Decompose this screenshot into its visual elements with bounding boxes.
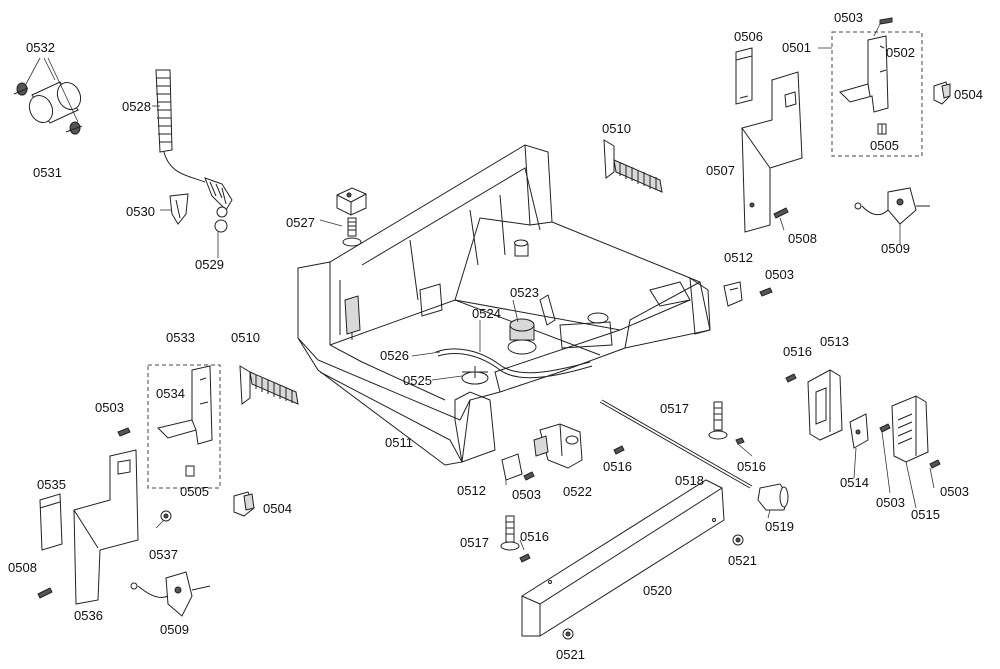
label-0516-lower-b[interactable]: 0516 bbox=[520, 529, 549, 544]
hinge-0509-top-part[interactable] bbox=[854, 187, 930, 225]
label-0521-lower[interactable]: 0521 bbox=[556, 647, 585, 662]
label-0511[interactable]: 0511 bbox=[385, 435, 413, 450]
screw-0521-part[interactable] bbox=[562, 534, 744, 640]
cover-0535-part[interactable] bbox=[39, 493, 63, 551]
label-0503-lower[interactable]: 0503 bbox=[512, 487, 541, 502]
leader-lines-0532 bbox=[25, 57, 79, 123]
insulation-sleeve-part[interactable] bbox=[13, 79, 85, 135]
clip-0537-part[interactable] bbox=[160, 510, 172, 522]
screw-0503-lower-part[interactable] bbox=[523, 471, 535, 481]
label-0508-right[interactable]: 0508 bbox=[788, 231, 817, 246]
label-0510-left[interactable]: 0510 bbox=[231, 330, 260, 345]
label-0512-lower[interactable]: 0512 bbox=[457, 483, 486, 498]
hose-clip-part[interactable] bbox=[169, 193, 189, 225]
label-0527[interactable]: 0527 bbox=[286, 215, 315, 230]
label-0525[interactable]: 0525 bbox=[403, 373, 432, 388]
screw-0508-part[interactable] bbox=[773, 207, 789, 219]
label-0536[interactable]: 0536 bbox=[74, 608, 103, 623]
bracket-0513-part[interactable] bbox=[807, 369, 843, 441]
hinge-0509-left-part[interactable] bbox=[130, 571, 211, 617]
bracket-0506-part[interactable] bbox=[735, 47, 753, 105]
label-0509-left[interactable]: 0509 bbox=[160, 622, 189, 637]
label-0533[interactable]: 0533 bbox=[166, 330, 195, 345]
clip-0505-left-part[interactable] bbox=[185, 465, 195, 477]
drain-hose-part[interactable] bbox=[155, 69, 233, 233]
screws-0503-right-part[interactable] bbox=[785, 373, 941, 469]
bracket-0514-part[interactable] bbox=[849, 413, 869, 449]
leader-lines bbox=[152, 23, 935, 551]
label-0534[interactable]: 0534 bbox=[156, 386, 185, 401]
label-0514[interactable]: 0514 bbox=[840, 475, 869, 490]
label-0510-top[interactable]: 0510 bbox=[602, 121, 631, 136]
label-0530[interactable]: 0530 bbox=[126, 204, 155, 219]
label-0515[interactable]: 0515 bbox=[911, 507, 940, 522]
label-0518[interactable]: 0518 bbox=[675, 473, 704, 488]
screw-0503-top-part[interactable] bbox=[879, 17, 893, 25]
toe-kick-panel-0520-part[interactable] bbox=[521, 479, 725, 637]
valve-0522-part[interactable] bbox=[533, 423, 583, 469]
label-0504-left[interactable]: 0504 bbox=[263, 501, 292, 516]
side-bracket-0507-part[interactable] bbox=[741, 71, 803, 233]
label-0517-lower[interactable]: 0517 bbox=[460, 535, 489, 550]
bracket-0502-part[interactable] bbox=[839, 35, 889, 113]
cover-0515-part[interactable] bbox=[891, 395, 929, 463]
label-0502[interactable]: 0502 bbox=[886, 45, 915, 60]
kit-box-0501 bbox=[818, 31, 923, 157]
label-0505-right[interactable]: 0505 bbox=[870, 138, 899, 153]
label-0516-lower[interactable]: 0516 bbox=[603, 459, 632, 474]
label-0501[interactable]: 0501 bbox=[782, 40, 811, 55]
clip-0512-lower-part[interactable] bbox=[501, 453, 523, 481]
hinge-spring-part-top[interactable] bbox=[603, 139, 663, 193]
label-0535[interactable]: 0535 bbox=[37, 477, 66, 492]
screw-0503-left-part[interactable] bbox=[117, 427, 131, 437]
spacer-bracket-part[interactable] bbox=[336, 187, 367, 247]
label-0504-right[interactable]: 0504 bbox=[954, 87, 983, 102]
label-0526[interactable]: 0526 bbox=[380, 348, 409, 363]
label-0503-top[interactable]: 0503 bbox=[834, 10, 863, 25]
kit-box-0533 bbox=[147, 364, 221, 489]
end-cap-0519-part[interactable] bbox=[757, 483, 789, 511]
label-0508-left[interactable]: 0508 bbox=[8, 560, 37, 575]
screw-0508-left-part[interactable] bbox=[37, 587, 53, 599]
rod-0518-part[interactable] bbox=[599, 399, 753, 489]
label-0503-right-a[interactable]: 0503 bbox=[876, 495, 905, 510]
base-frame-part[interactable] bbox=[297, 144, 711, 466]
screw-0516-lower-part[interactable] bbox=[613, 445, 625, 455]
label-0505-left[interactable]: 0505 bbox=[180, 484, 209, 499]
label-0528[interactable]: 0528 bbox=[122, 99, 151, 114]
label-0531[interactable]: 0531 bbox=[33, 165, 62, 180]
label-0509-right[interactable]: 0509 bbox=[881, 241, 910, 256]
clip-0505-part[interactable] bbox=[877, 123, 887, 135]
label-0516-upper[interactable]: 0516 bbox=[783, 344, 812, 359]
label-0517-right[interactable]: 0517 bbox=[660, 401, 689, 416]
cover-0504-left-part[interactable] bbox=[233, 491, 255, 517]
cover-0504-part[interactable] bbox=[933, 81, 951, 105]
leveling-foot-0517-right-part[interactable] bbox=[708, 401, 745, 445]
label-0516-right[interactable]: 0516 bbox=[737, 459, 766, 474]
screw-0503-mid-part[interactable] bbox=[759, 287, 773, 297]
label-0513[interactable]: 0513 bbox=[820, 334, 849, 349]
label-0503-left[interactable]: 0503 bbox=[95, 400, 124, 415]
label-0524[interactable]: 0524 bbox=[472, 306, 501, 321]
clip-0512-right-part[interactable] bbox=[723, 281, 743, 307]
hinge-spring-part-left[interactable] bbox=[239, 365, 299, 405]
label-0506[interactable]: 0506 bbox=[734, 29, 763, 44]
label-0537[interactable]: 0537 bbox=[149, 547, 178, 562]
label-0519[interactable]: 0519 bbox=[765, 519, 794, 534]
label-0507[interactable]: 0507 bbox=[706, 163, 735, 178]
label-0520[interactable]: 0520 bbox=[643, 583, 672, 598]
bracket-0534-part[interactable] bbox=[157, 365, 213, 445]
side-bracket-0536-part[interactable] bbox=[73, 449, 139, 605]
label-0523[interactable]: 0523 bbox=[510, 285, 539, 300]
label-0503-mid[interactable]: 0503 bbox=[765, 267, 794, 282]
label-0532[interactable]: 0532 bbox=[26, 40, 55, 55]
label-0503-right-b[interactable]: 0503 bbox=[940, 484, 969, 499]
label-0512-right[interactable]: 0512 bbox=[724, 250, 753, 265]
leveling-foot-0517-lower-part[interactable] bbox=[500, 515, 531, 563]
label-0521-right[interactable]: 0521 bbox=[728, 553, 757, 568]
label-0522[interactable]: 0522 bbox=[563, 484, 592, 499]
label-0529[interactable]: 0529 bbox=[195, 257, 224, 272]
